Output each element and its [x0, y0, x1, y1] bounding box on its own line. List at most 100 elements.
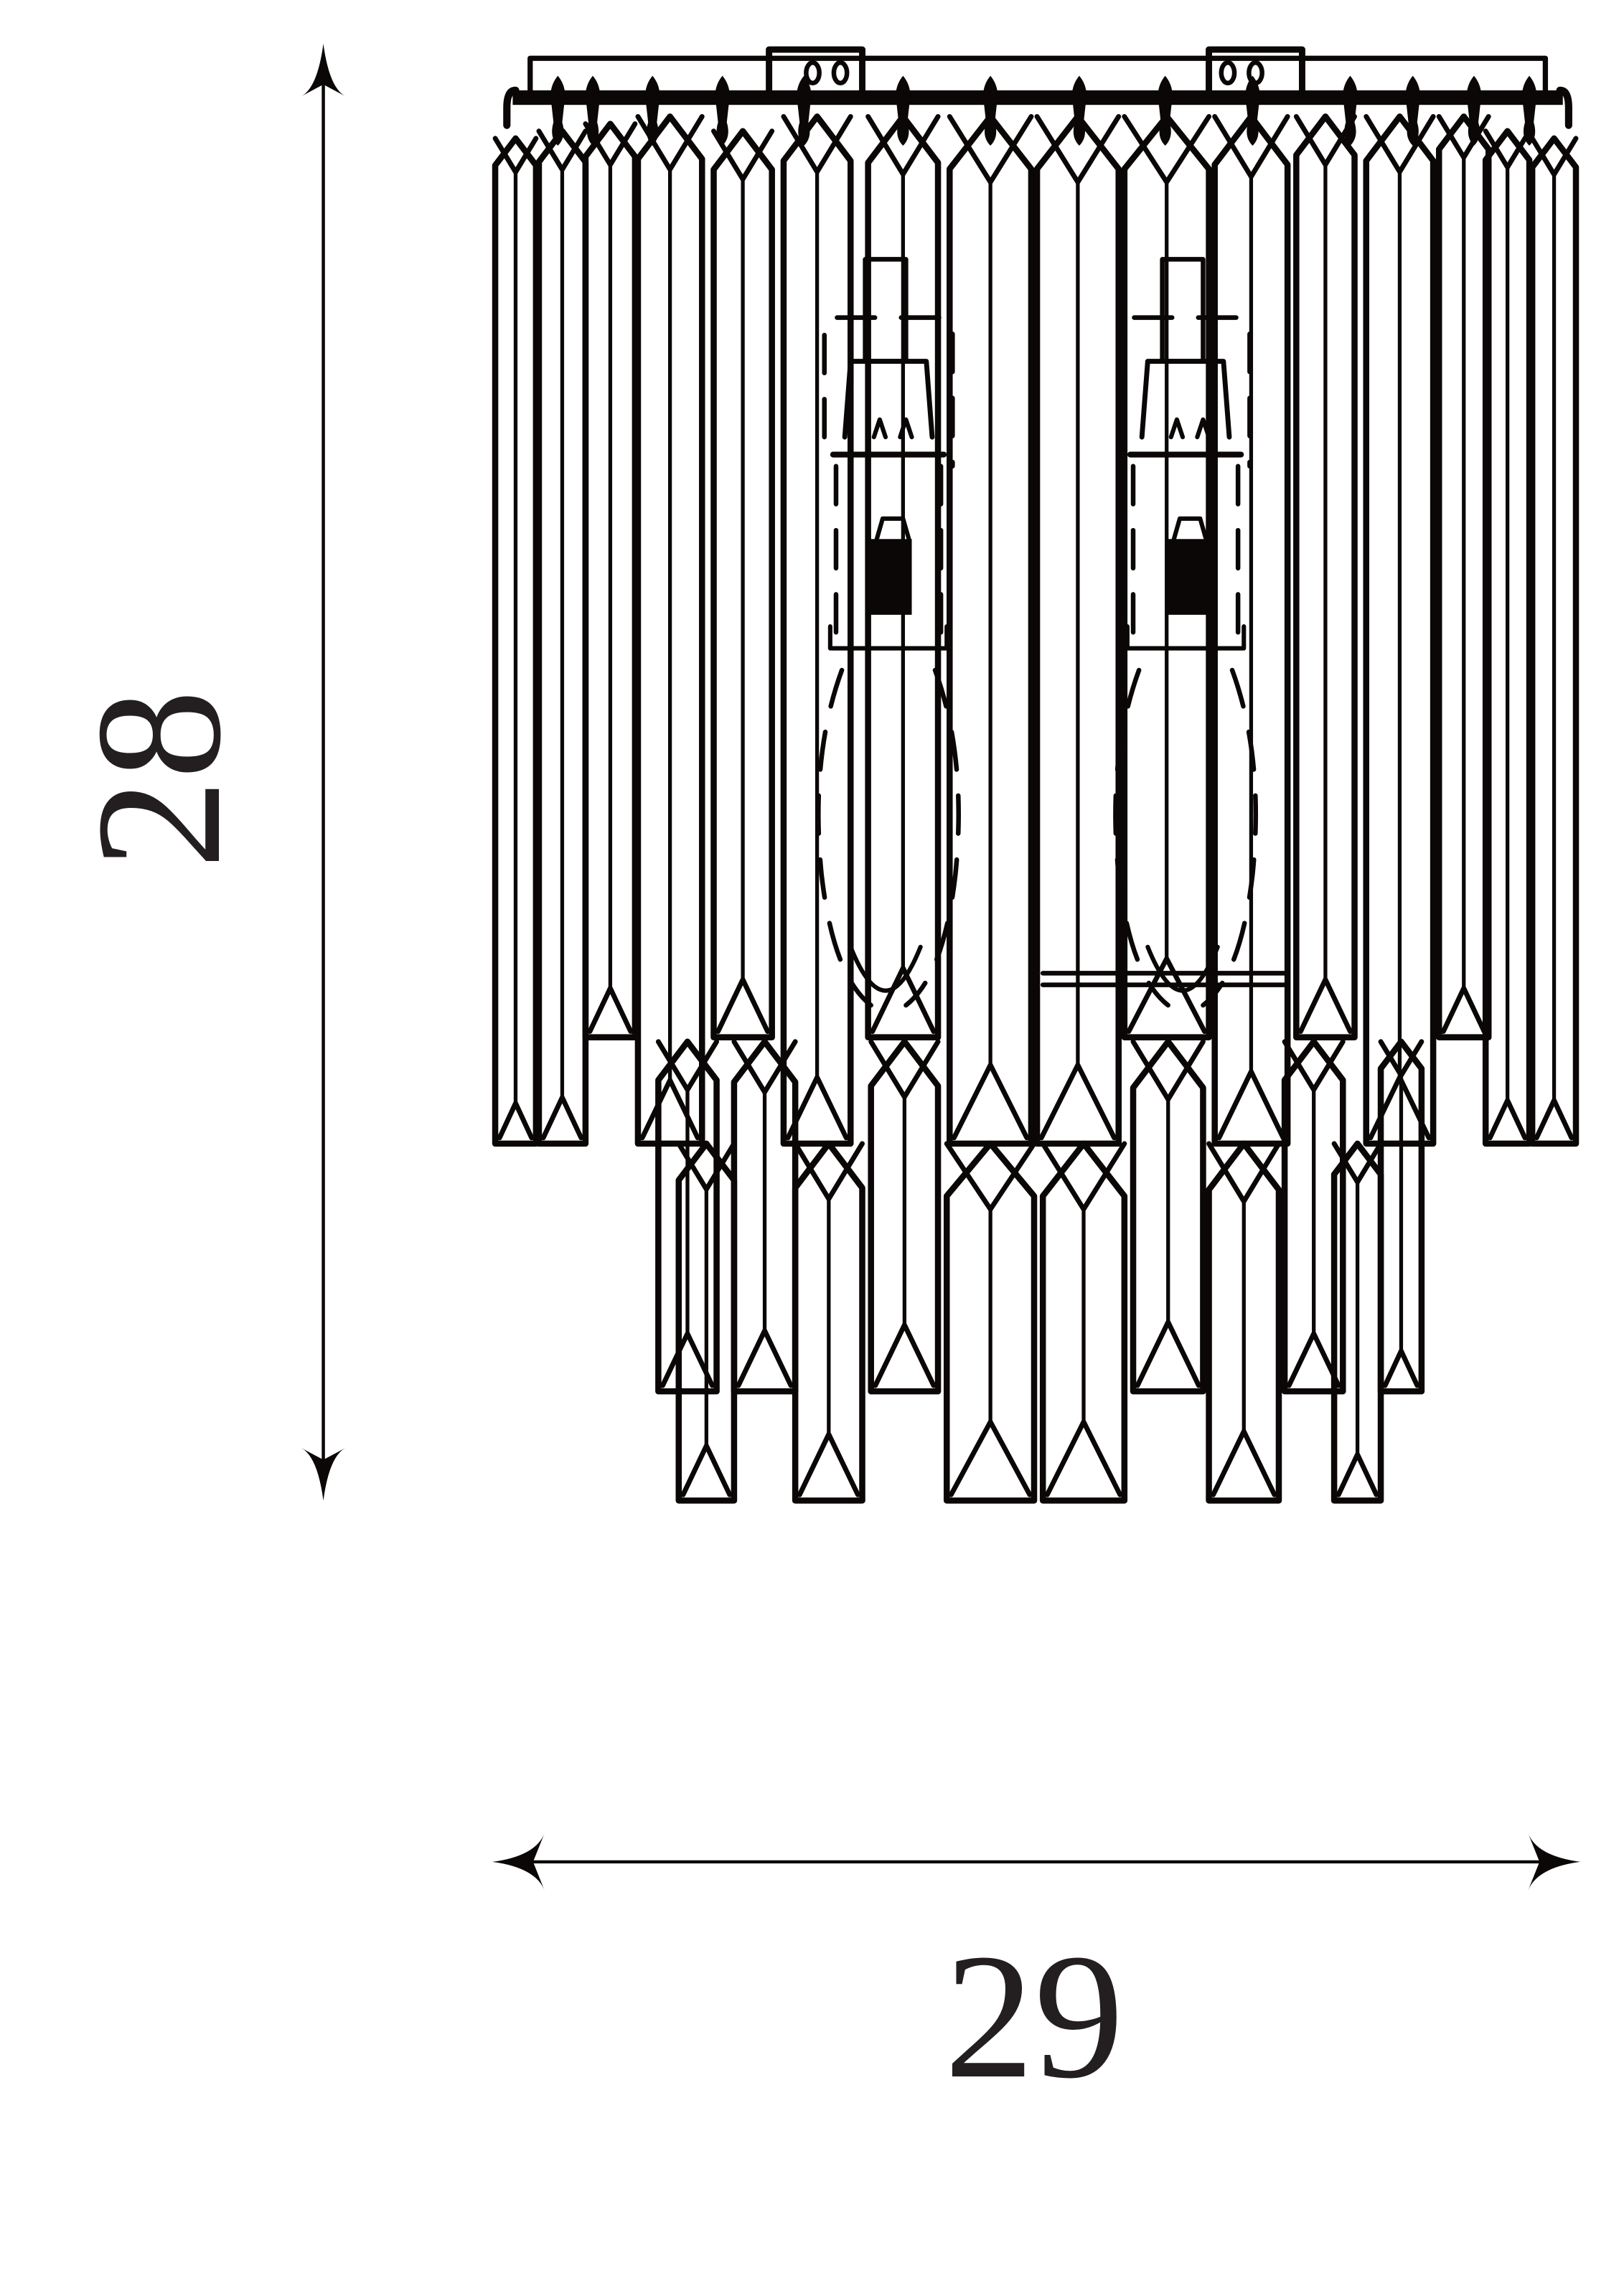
crystal-bottom-facet	[715, 977, 771, 1035]
crystal-bottom-facet	[1534, 1098, 1574, 1141]
crystal-outline	[634, 113, 705, 1147]
crystal-outline	[655, 1038, 720, 1395]
crystal-hook-icon	[1245, 75, 1260, 146]
crystal-outline	[1293, 113, 1358, 1040]
lower-crystal-11	[1377, 1038, 1425, 1395]
screw-hole-icon	[804, 60, 822, 85]
crystal-outline	[1377, 1038, 1425, 1395]
crystal-outline	[1206, 1140, 1282, 1504]
crystal-hook-icon	[645, 75, 660, 146]
bulb-socket-1	[1113, 257, 1259, 1008]
screw-hole-icon	[1219, 60, 1237, 85]
crystal-bottom-facet	[497, 1101, 535, 1141]
upper-crystal-tier	[492, 113, 1580, 1147]
upper-crystal-4	[710, 128, 775, 1040]
bulb-sockets	[816, 257, 1290, 1008]
crystal-bottom-facet	[948, 1419, 1033, 1497]
crystal-outline	[1033, 113, 1122, 1147]
crystal-outline	[1363, 113, 1437, 1147]
crystal-outline	[1130, 1038, 1206, 1395]
upper-crystal-2	[582, 121, 639, 1040]
crystal-hook-icon	[1071, 75, 1087, 146]
arrowhead-left-icon	[492, 1832, 545, 1891]
crystal-bottom-facet	[1336, 1452, 1379, 1497]
lower-crystal-tier	[655, 1038, 1425, 1504]
bracket-end-right	[1556, 86, 1572, 129]
socket-dashed-cover	[1119, 315, 1252, 469]
crystal-hook-icon	[585, 75, 601, 146]
bulb-tip	[848, 944, 923, 993]
bulb-socket-0	[816, 257, 961, 1008]
crystal-bottom-facet	[1135, 1319, 1201, 1388]
crystal-bottom-facet	[1216, 1068, 1286, 1141]
crystal-bottom-facet	[951, 1062, 1030, 1141]
socket-tabs	[1168, 417, 1211, 440]
arrowhead-right-icon	[1528, 1832, 1581, 1891]
socket-dashed-sides	[1130, 464, 1241, 644]
lower-crystal-4	[868, 1038, 942, 1395]
crystal-bottom-facet	[680, 1443, 733, 1497]
lamp-holder-icon	[1165, 539, 1209, 615]
crystal-bottom-facet	[1487, 1098, 1528, 1141]
upper-crystal-12	[1363, 113, 1437, 1147]
crystal-bottom-facet	[1440, 985, 1487, 1035]
upper-crystal-5	[780, 113, 854, 1147]
mounting-bracket	[503, 46, 1572, 146]
crystal-hook-icon	[1521, 75, 1537, 146]
socket-tabs	[871, 417, 914, 440]
crystal-bottom-facet	[870, 965, 937, 1035]
socket-base-rail	[1125, 624, 1247, 651]
upper-crystal-15	[1529, 135, 1580, 1147]
lower-crystal-7	[1130, 1038, 1206, 1395]
crystal-outline	[1529, 135, 1580, 1147]
socket-dashed-sides	[833, 464, 944, 644]
crystal-outline	[947, 113, 1035, 1147]
arrowhead-up-icon	[301, 43, 346, 97]
crystal-outline	[792, 1140, 865, 1504]
crystal-hook-icon	[715, 75, 730, 146]
crystal-outline	[943, 1140, 1038, 1504]
bulb-tip	[1145, 944, 1220, 993]
crystal-outline	[1281, 1038, 1346, 1395]
height-dimension-arrow	[301, 43, 346, 1501]
lower-crystal-0	[655, 1038, 720, 1395]
arrowhead-down-icon	[301, 1448, 346, 1501]
crystal-bottom-facet	[1382, 1348, 1420, 1388]
lower-crystal-9	[1281, 1038, 1346, 1395]
crystal-bottom-facet	[660, 1331, 715, 1388]
lamp-holder-cap	[874, 516, 911, 542]
socket-dashed-cover	[822, 315, 955, 469]
crystal-bottom-facet	[797, 1431, 860, 1497]
crystal-hook-icon	[1466, 75, 1482, 146]
crystal-hook-icon	[550, 75, 565, 146]
upper-crystal-1	[535, 128, 589, 1147]
crystal-hook-icon	[1405, 75, 1420, 146]
mount-plate-frame	[766, 46, 865, 103]
crystal-bottom-facet	[1297, 977, 1353, 1035]
crystal-bottom-facet	[873, 1322, 937, 1388]
height-dimension-label: 28	[60, 690, 258, 869]
lower-crystal-5	[943, 1140, 1038, 1504]
bulb-dashed-outline	[816, 667, 961, 1008]
upper-crystal-14	[1482, 128, 1533, 1147]
width-dimension-label: 29	[944, 1917, 1124, 2116]
crystal-outline	[1211, 113, 1291, 1147]
upper-crystal-13	[1435, 113, 1492, 1040]
crystal-bottom-facet	[1044, 1419, 1123, 1497]
crystal-bottom-facet	[736, 1328, 794, 1388]
crystal-hook-icon	[1158, 75, 1173, 146]
mount-plate-0	[766, 46, 865, 103]
bracket-rail	[512, 90, 1563, 105]
socket-stem	[863, 257, 909, 364]
crystal-bottom-facet	[1286, 1331, 1341, 1388]
width-dimension-arrow	[492, 1832, 1581, 1891]
lower-crystal-6	[1039, 1140, 1128, 1504]
socket-cup	[842, 359, 935, 440]
crystal-hook-icon	[797, 75, 812, 146]
bracket-end-left	[503, 86, 520, 129]
lamp-holder-cap	[1171, 516, 1208, 542]
crystal-bottom-facet	[1126, 956, 1207, 1035]
lower-crystal-8	[1206, 1140, 1282, 1504]
crystal-bottom-facet	[1038, 1062, 1117, 1141]
